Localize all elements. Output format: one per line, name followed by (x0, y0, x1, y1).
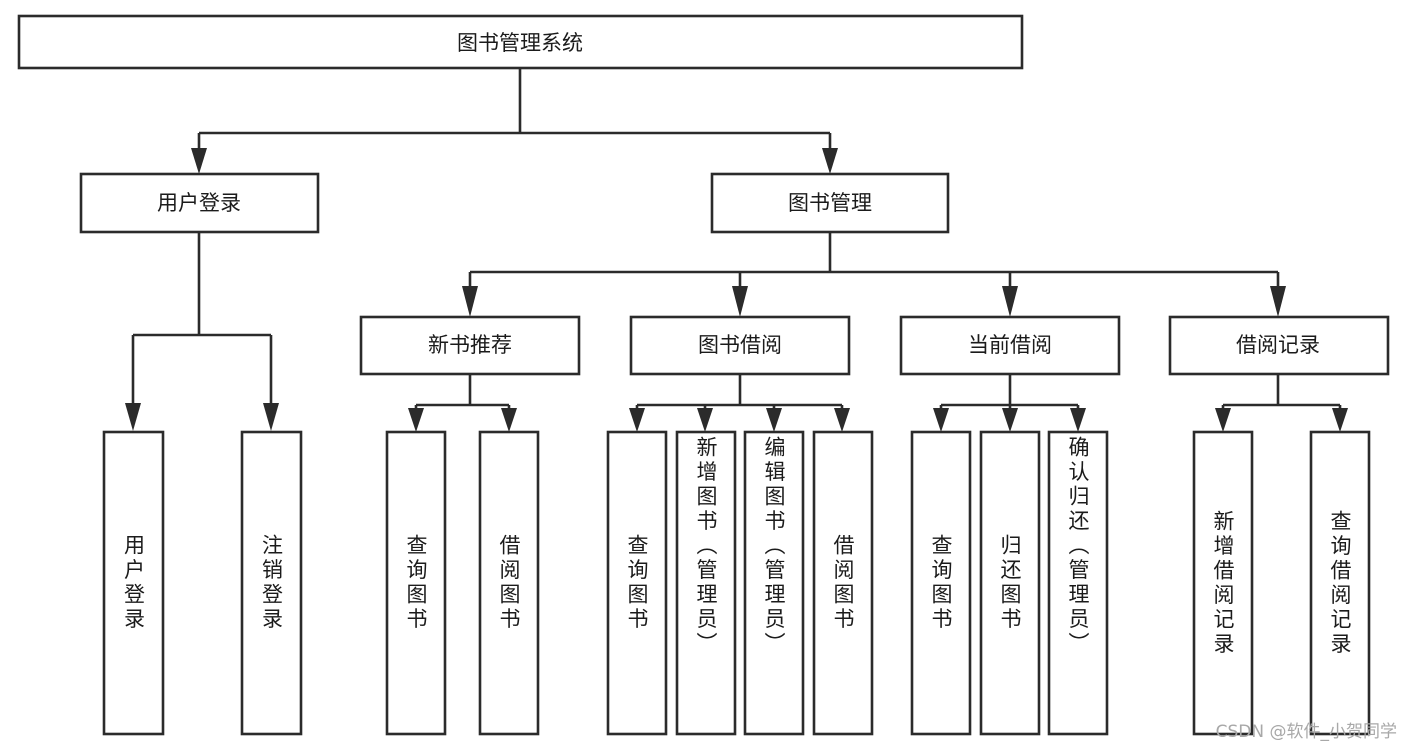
node-leaf-query-book-1[interactable]: 查询图书 (385, 430, 447, 736)
arrow-head-leaf-logout (263, 403, 279, 431)
node-book-borrow-label: 图书借阅 (698, 333, 782, 357)
node-leaf-query-record-label: 查询借阅记录 (1328, 509, 1353, 657)
node-leaf-add-record-label: 新增借阅记录 (1211, 509, 1236, 657)
arrow-head-leaf-confirm-return (1070, 408, 1086, 432)
node-root-label: 图书管理系统 (457, 31, 583, 55)
node-borrow-record[interactable]: 借阅记录 (1168, 315, 1390, 376)
node-current-borrow-label: 当前借阅 (968, 333, 1052, 357)
node-leaf-add-book-label: 新增图书（管理员） (694, 436, 719, 657)
node-borrow-record-label: 借阅记录 (1236, 333, 1320, 357)
node-leaf-query-book-3-label: 查询图书 (929, 534, 954, 632)
node-user-login[interactable]: 用户登录 (79, 172, 320, 234)
node-leaf-borrow-book-2[interactable]: 借阅图书 (812, 430, 874, 736)
arrow-head-leaf-query-book-2 (629, 408, 645, 432)
node-book-borrow[interactable]: 图书借阅 (629, 315, 851, 376)
node-root[interactable]: 图书管理系统 (17, 14, 1024, 70)
connector-layer (125, 68, 1348, 432)
node-book-management-label: 图书管理 (788, 191, 872, 215)
arrow-head-leaf-user-login (125, 403, 141, 431)
arrow-head-new-book-recommend (462, 286, 478, 317)
node-leaf-query-book-1-label: 查询图书 (404, 534, 429, 632)
node-leaf-user-login-label: 用户登录 (121, 534, 146, 632)
node-leaf-add-book[interactable]: 新增图书（管理员） (675, 430, 737, 736)
arrow-head-leaf-edit-book (766, 408, 782, 432)
node-leaf-add-record[interactable]: 新增借阅记录 (1192, 430, 1254, 736)
arrow-head-leaf-add-record (1215, 408, 1231, 432)
arrow-head-leaf-query-record (1332, 408, 1348, 432)
arrow-head-book-borrow (732, 286, 748, 317)
node-leaf-confirm-return[interactable]: 确认归还（管理员） (1047, 430, 1109, 736)
node-leaf-return-book-label: 归还图书 (998, 534, 1023, 632)
node-user-login-label: 用户登录 (157, 191, 241, 215)
node-leaf-logout-label: 注销登录 (259, 534, 284, 632)
node-current-borrow[interactable]: 当前借阅 (899, 315, 1121, 376)
arrow-head-book-management (822, 148, 838, 174)
arrow-head-leaf-add-book (697, 408, 713, 432)
arrow-head-current-borrow (1002, 286, 1018, 317)
node-leaf-borrow-book-1-label: 借阅图书 (497, 534, 522, 632)
node-leaf-borrow-book-2-label: 借阅图书 (831, 534, 856, 632)
node-leaf-query-book-3[interactable]: 查询图书 (910, 430, 972, 736)
arrow-head-leaf-query-book-3 (933, 408, 949, 432)
arrow-head-borrow-record (1270, 286, 1286, 317)
node-leaf-query-book-2[interactable]: 查询图书 (606, 430, 668, 736)
node-book-management[interactable]: 图书管理 (710, 172, 950, 234)
node-leaf-user-login[interactable]: 用户登录 (102, 430, 165, 736)
arrow-head-user-login (191, 148, 207, 174)
node-new-book-recommend[interactable]: 新书推荐 (359, 315, 581, 376)
node-leaf-logout[interactable]: 注销登录 (240, 430, 303, 736)
node-leaf-return-book[interactable]: 归还图书 (979, 430, 1041, 736)
node-leaf-edit-book[interactable]: 编辑图书（管理员） (743, 430, 805, 736)
node-leaf-confirm-return-label: 确认归还（管理员） (1066, 436, 1091, 657)
node-leaf-edit-book-label: 编辑图书（管理员） (762, 436, 787, 657)
node-leaf-query-record[interactable]: 查询借阅记录 (1309, 430, 1371, 736)
arrow-head-leaf-return-book (1002, 408, 1018, 432)
arrow-head-leaf-borrow-book-1 (501, 408, 517, 432)
node-leaf-query-book-2-label: 查询图书 (625, 534, 650, 632)
arrow-head-leaf-borrow-book-2 (834, 408, 850, 432)
node-leaf-borrow-book-1[interactable]: 借阅图书 (478, 430, 540, 736)
node-new-book-recommend-label: 新书推荐 (428, 333, 512, 357)
arrow-head-leaf-query-book-1 (408, 408, 424, 432)
